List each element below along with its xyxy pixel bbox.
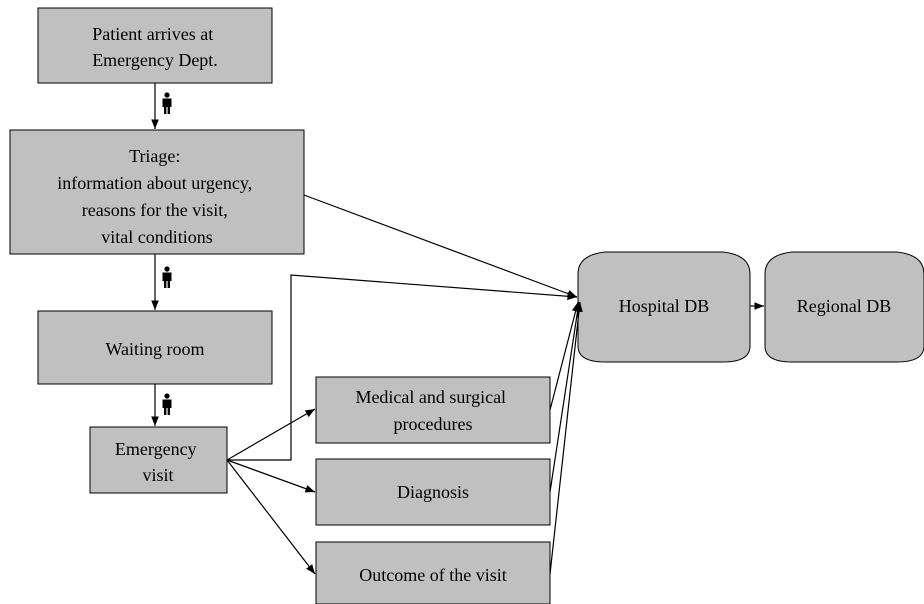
emergency-visit-box bbox=[89, 426, 228, 494]
emergency-visit-line-1: Emergency bbox=[115, 439, 197, 459]
triage-line-4: vital conditions bbox=[101, 227, 213, 247]
waiting-room-label: Waiting room bbox=[105, 339, 204, 359]
person-icon bbox=[162, 92, 172, 114]
diagnosis-box bbox=[315, 458, 551, 526]
arrow-procedures-to-hospital-db bbox=[549, 301, 580, 411]
arrow-triage-to-hospital-db bbox=[303, 194, 578, 298]
emergency-visit-label: Emergency visit bbox=[115, 439, 201, 485]
triage-box bbox=[9, 129, 305, 255]
arrow-visit-to-diagnosis bbox=[226, 459, 316, 493]
triage-line-3: reasons for the visit, bbox=[82, 200, 228, 220]
person-icon bbox=[162, 266, 172, 288]
procedures-line-2: procedures bbox=[394, 414, 473, 434]
arrow-visit-to-outcome bbox=[226, 459, 316, 575]
hospital-db-label: Hospital DB bbox=[619, 296, 710, 316]
triage-line-1: Triage: bbox=[129, 146, 180, 166]
arrow-visit-to-procedures bbox=[226, 408, 316, 461]
triage-line-2: information about urgency, bbox=[57, 173, 252, 193]
waiting-room-box bbox=[37, 310, 273, 385]
diagnosis-label: Diagnosis bbox=[397, 482, 469, 502]
patient-arrives-line-2: Emergency Dept. bbox=[92, 50, 218, 70]
procedures-line-1: Medical and surgical bbox=[355, 387, 506, 407]
hospital-db-shape bbox=[577, 251, 751, 363]
emergency-visit-line-2: visit bbox=[142, 465, 173, 485]
arrow-diagnosis-to-hospital-db bbox=[549, 301, 582, 493]
regional-db-label: Regional DB bbox=[797, 296, 892, 316]
patient-arrives-label: Patient arrives at Emergency Dept. bbox=[92, 24, 218, 70]
triage-label: Triage: information about urgency, reaso… bbox=[57, 146, 256, 247]
patient-arrives-box bbox=[37, 7, 273, 84]
outcome-box bbox=[315, 541, 551, 604]
regional-db-shape bbox=[764, 251, 924, 363]
procedures-box bbox=[315, 376, 551, 444]
arrow-visit-to-hospital-db bbox=[227, 274, 578, 461]
procedures-label: Medical and surgical procedures bbox=[355, 387, 510, 434]
outcome-label: Outcome of the visit bbox=[359, 565, 506, 585]
arrow-outcome-to-hospital-db bbox=[549, 301, 583, 575]
person-icon bbox=[162, 393, 172, 415]
patient-arrives-line-1: Patient arrives at bbox=[92, 24, 213, 44]
